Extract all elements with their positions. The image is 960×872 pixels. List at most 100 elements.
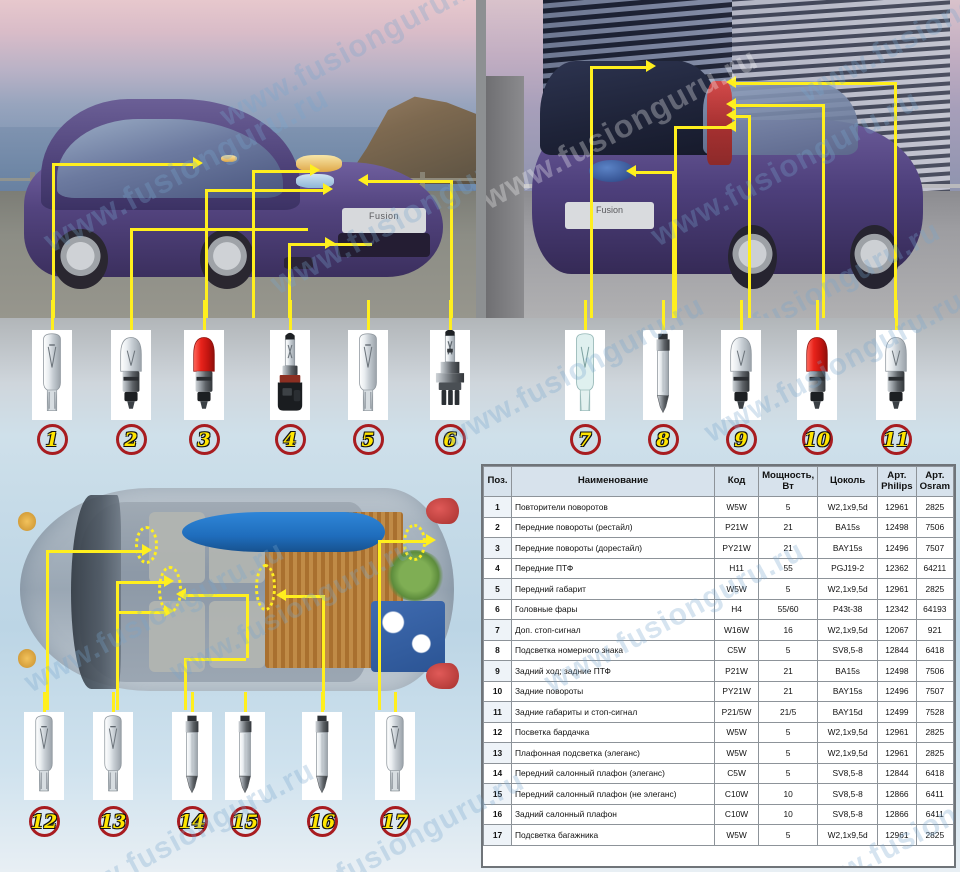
bulb-image-15 [225,712,265,800]
cell-osram: 2825 [915,742,954,764]
wattage-line-1: Мощность, [762,469,815,481]
rear-windscreen [540,60,720,156]
bulb-glyph-festoon-icon [643,330,683,420]
blue-tarp [181,511,385,552]
front-view-photo: Fusion www.fusionguru.ru www.f [0,0,476,318]
tail-lamp [426,662,459,689]
bulb-marker-6: 6 [434,424,466,455]
bulb-marker-14: 14 [176,806,208,837]
leader-line-tail [734,82,894,85]
bulb-marker-16: 16 [306,806,338,837]
cell-name: Передний салонный плафон (элеганс) [510,762,716,784]
cell-philips: 12844 [877,639,917,661]
cell-wattage: 5 [758,824,819,846]
cell-wattage: 5 [758,578,819,600]
cell-name: Повторители поворотов [510,496,716,518]
col-header-code: Код [714,466,760,497]
leader-line-map-lamp-drop [246,594,249,658]
cell-base: BA15s [817,516,879,538]
cell-osram: 6418 [915,762,954,784]
leader-line-reverse-drop [822,104,825,318]
leader-line-turn-drop [748,115,751,318]
cell-philips: 12844 [877,762,917,784]
leader-line-high-stop-drop [590,66,593,318]
bulb-marker-3: 3 [188,424,220,455]
cell-base: BA15s [817,660,879,682]
cell-wattage: 21 [758,516,819,538]
leader-arrow [358,174,368,186]
lamp-marker-ellipse [135,525,159,564]
cell-code: C10W [714,783,760,805]
cell-base: W2,1x9,5d [817,619,879,641]
leader-line-reverse [734,104,822,107]
front-grille [337,233,431,258]
fog-lamp [283,257,313,269]
bulb-marker-10: 10 [801,424,833,455]
rear-seat [209,601,265,668]
cell-name: Плафонная подсветка (элеганс) [510,742,716,764]
watermark: www.fusionguru.ru [48,754,320,872]
patterned-bag [371,601,445,673]
bulb-marker-11: 11 [880,424,912,455]
rear-wheel [199,229,255,289]
bulb-glyph-festoon-icon [302,712,342,800]
cell-code: P21/5W [714,701,760,723]
cell-philips: 12067 [877,619,917,641]
cell-wattage: 21 [758,537,819,559]
bulb-glyph-wedge-icon [348,330,388,420]
cell-philips: 12498 [877,516,917,538]
windscreen [70,495,122,689]
leader-line-plate-lamp [634,171,672,174]
bulb-glyph-festoon-icon [225,712,265,800]
cell-philips: 12496 [877,680,917,702]
cell-code: P21W [714,660,760,682]
cell-philips: 12496 [877,537,917,559]
bulb-glyph-h4-icon [430,329,470,420]
cell-philips: 12961 [877,742,917,764]
cell-base: P43t-38 [817,598,879,620]
osram-line-2: Osram [919,480,950,492]
bulb-image-2 [111,330,151,420]
front-wheel [850,224,899,289]
cell-philips: 12961 [877,496,917,518]
cell-name: Задние повороты [510,680,716,702]
cell-wattage: 5 [758,639,819,661]
cell-code: W16W [714,619,760,641]
bulb-image-13 [93,712,133,800]
bulb-image-3 [184,330,224,420]
bulb-image-6 [430,329,470,420]
cell-code: W5W [714,496,760,518]
bulb-image-4 [270,330,310,420]
cell-code: H11 [714,557,760,579]
cell-base: W2,1x9,5d [817,742,879,764]
cell-base: W2,1x9,5d [817,721,879,743]
table-header-row: Поз. Наименование Код Мощность, Вт Цокол… [483,466,954,497]
bulb-marker-12: 12 [28,806,60,837]
cell-position: 1 [483,496,512,518]
leader-arrow [726,109,736,121]
cell-position: 7 [483,619,512,641]
rear-number-plate: Fusion [564,202,655,230]
cell-name: Головные фары [510,598,716,620]
col-header-osram: Арт. Osram [915,466,954,497]
leader-arrow [164,575,174,587]
front-corner-lamp [17,648,37,668]
leader-line-front-dome [116,581,168,584]
leader-arrow [646,60,656,72]
bulb-glyph-ba15-red-icon [797,330,837,420]
cell-name: Задние габариты и стоп-сигнал [510,701,716,723]
cell-base: PGJ19-2 [817,557,879,579]
cell-philips: 12499 [877,701,917,723]
cell-osram: 7506 [915,660,954,682]
cell-code: C10W [714,803,760,825]
leader-line-side-repeater [52,163,197,166]
cell-philips: 12866 [877,803,917,825]
